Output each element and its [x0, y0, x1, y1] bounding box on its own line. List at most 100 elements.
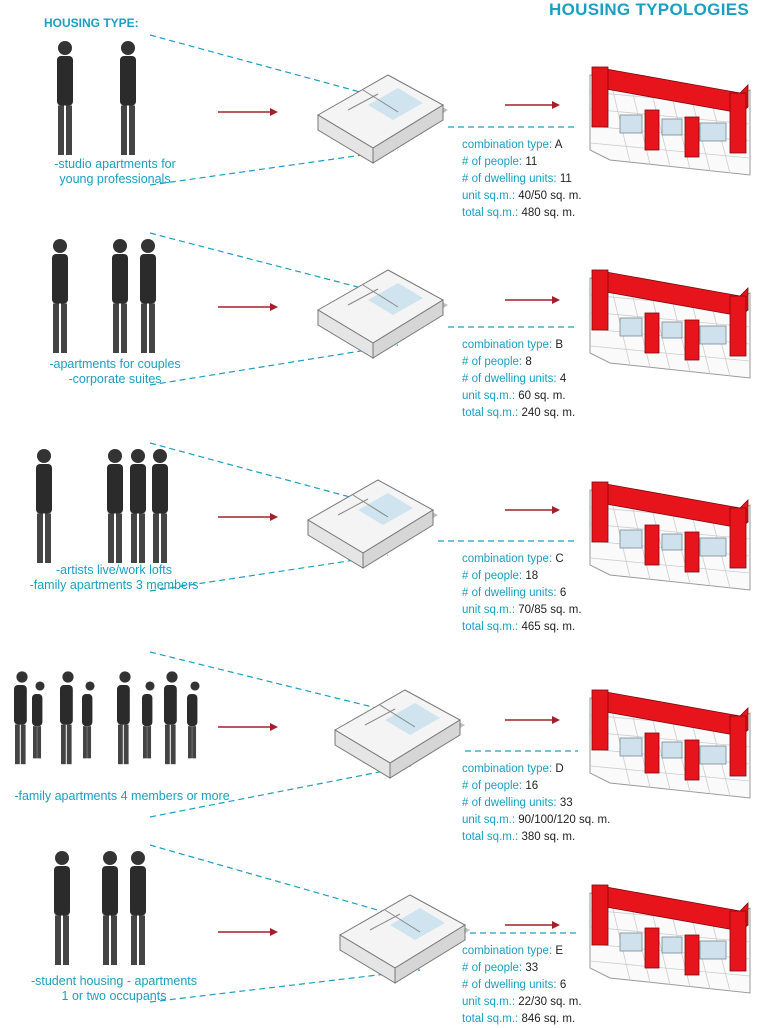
caption-row-2: -apartments for couples -corporate suite…: [20, 357, 210, 387]
spec-total-sqm: total sq.m.: 240 sq. m.: [462, 407, 576, 419]
person-leg: [131, 513, 137, 563]
person-leg: [161, 513, 167, 563]
person-leg: [103, 915, 109, 965]
person-body: [32, 694, 43, 727]
person-leg: [139, 915, 145, 965]
light-block: [619, 114, 643, 134]
plan-partition: [384, 909, 421, 933]
person-head: [166, 671, 178, 683]
spec-total-sqm: total sq.m.: 380 sq. m.: [462, 831, 576, 843]
floor-plan: [317, 74, 448, 164]
person-silhouette: [120, 41, 136, 155]
red-block: [644, 312, 660, 354]
plan-wall: [362, 509, 434, 569]
plan-partition: [364, 708, 396, 726]
person-silhouette: [82, 681, 95, 759]
guide-line: [149, 651, 426, 721]
person-head: [131, 449, 145, 463]
floor-plan: [307, 479, 438, 569]
arrow-head-icon: [552, 101, 560, 109]
caption-row-5: -student housing - apartments 1 or two o…: [16, 974, 212, 1004]
guide-line: [149, 554, 389, 592]
typology-row-5: [54, 844, 751, 1003]
person-leg: [53, 303, 59, 353]
arrow-head-icon: [270, 723, 278, 731]
spec-people: # of people: 33: [462, 962, 539, 974]
person-body: [82, 694, 93, 727]
typology-row-4: [14, 651, 751, 818]
caption-line: -apartments for couples: [49, 357, 181, 371]
person-body: [107, 464, 123, 514]
person-body: [102, 866, 118, 916]
block-combination: [589, 884, 751, 994]
person-leg: [37, 726, 42, 759]
block-grid-line: [649, 500, 671, 582]
spec-unit-sqm: unit sq.m.: 60 sq. m.: [462, 390, 566, 402]
person-leg: [139, 513, 145, 563]
person-leg: [63, 915, 69, 965]
plan-partition: [347, 288, 379, 306]
person-body: [112, 254, 128, 304]
red-block: [729, 507, 747, 569]
person-leg: [170, 724, 176, 765]
person-body: [14, 685, 27, 725]
person-leg: [61, 724, 66, 765]
person-silhouette: [164, 671, 178, 765]
light-block: [699, 122, 727, 142]
person-silhouette: [187, 681, 200, 759]
red-block: [591, 884, 609, 946]
person-silhouette: [57, 41, 73, 155]
person-body: [140, 254, 156, 304]
person-head: [55, 851, 69, 865]
guide-line: [149, 344, 399, 386]
spec-people: # of people: 8: [462, 356, 532, 368]
person-body: [164, 685, 177, 725]
person-leg: [143, 726, 147, 759]
guide-line: [149, 764, 416, 818]
block-grid-line: [649, 288, 671, 370]
block-grid-line: [589, 960, 751, 977]
housing-type-label: HOUSING TYPE:: [44, 16, 139, 30]
light-block: [661, 533, 683, 551]
person-head: [119, 671, 131, 683]
light-block: [699, 325, 727, 345]
person-leg: [123, 724, 129, 765]
specs-row-4: combination type: D # of people: 16 # of…: [462, 761, 610, 846]
plan-room-floor: [390, 908, 445, 940]
plan-partition: [362, 284, 399, 308]
caption-line: -corporate suites: [68, 372, 162, 386]
floor-plan: [317, 269, 448, 359]
spec-units: # of dwelling units: 6: [462, 587, 567, 599]
spec-people: # of people: 18: [462, 570, 539, 582]
typology-row-2: [52, 232, 751, 386]
person-leg: [147, 726, 152, 759]
person-body: [52, 254, 68, 304]
person-leg: [121, 105, 127, 155]
person-body: [36, 464, 52, 514]
block-combination: [589, 66, 751, 176]
person-silhouette: [140, 239, 156, 353]
block-grid-line: [589, 311, 751, 328]
arrow-head-icon: [552, 506, 560, 514]
person-silhouette: [52, 239, 68, 353]
plan-partition: [369, 913, 401, 931]
person-head: [113, 239, 127, 253]
person-leg: [149, 303, 155, 353]
person-leg: [83, 726, 87, 759]
person-silhouette: [142, 681, 155, 759]
spec-units: # of dwelling units: 4: [462, 373, 567, 385]
plan-room-floor: [385, 703, 440, 735]
block-grid-line: [589, 731, 751, 748]
person-body: [130, 866, 146, 916]
specs-row-5: combination type: E # of people: 33 # of…: [462, 943, 582, 1028]
red-block: [729, 715, 747, 777]
red-block: [684, 319, 700, 361]
person-head: [16, 671, 28, 683]
person-silhouette: [36, 449, 52, 563]
person-head: [35, 681, 45, 691]
person-leg: [55, 915, 61, 965]
person-body: [130, 464, 146, 514]
person-body: [142, 694, 153, 727]
person-body: [152, 464, 168, 514]
